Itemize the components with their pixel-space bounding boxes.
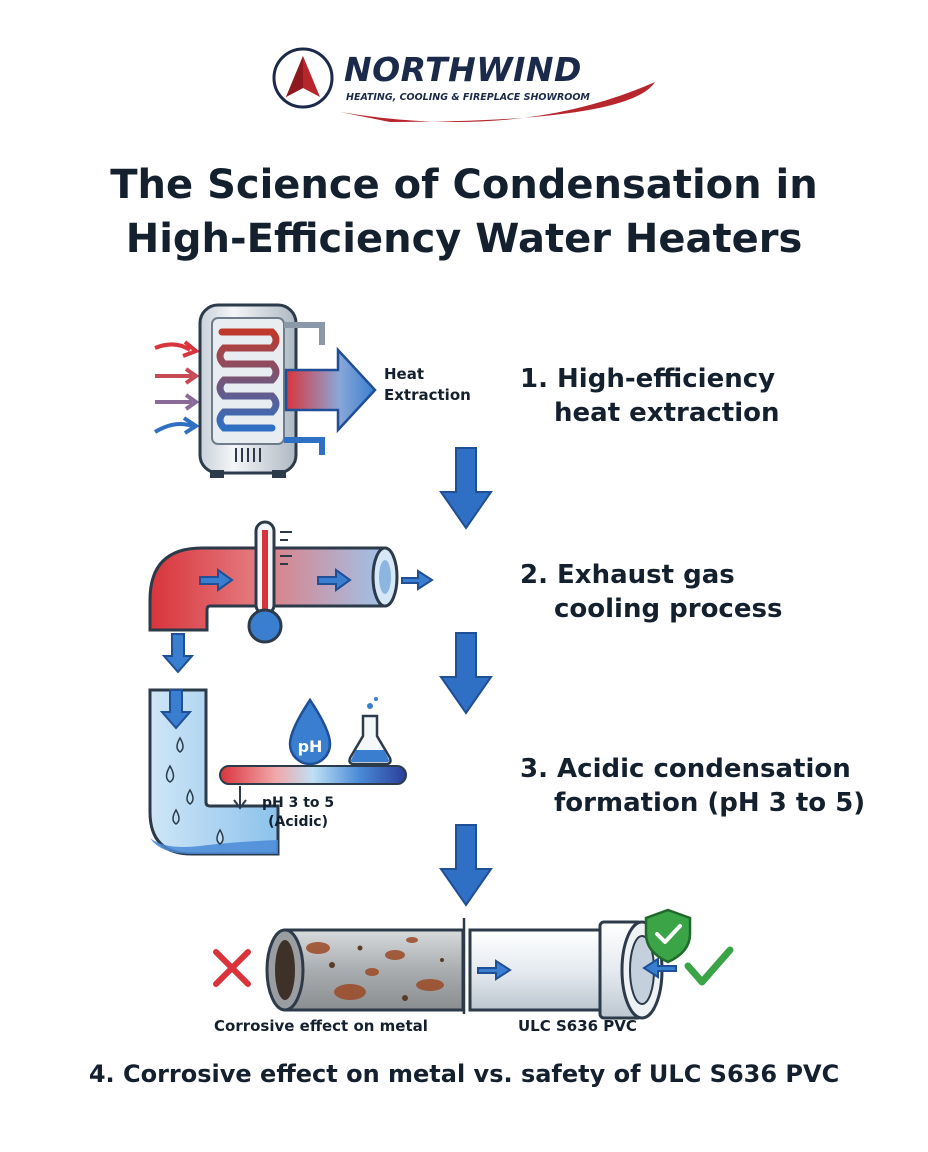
ph-pointer bbox=[233, 786, 247, 810]
step-2-line-1-text: Exhaust gas bbox=[557, 560, 735, 590]
heat-extraction-label-line-1: Heat bbox=[384, 365, 425, 383]
step-3-label: 3. Acidic condensation formation (pH 3 t… bbox=[520, 752, 865, 820]
title-line-1: The Science of Condensation in bbox=[110, 162, 818, 208]
heat-extraction-arrow bbox=[284, 346, 377, 434]
ph-range-label-line-2: (Acidic) bbox=[268, 814, 328, 830]
corroded-metal-pipe bbox=[265, 928, 465, 1012]
title-line-2: High-Efficiency Water Heaters bbox=[125, 216, 803, 262]
ph-range-label: pH 3 to 5 (Acidic) bbox=[262, 794, 334, 832]
heat-extraction-label-line-2: Extraction bbox=[384, 386, 471, 404]
flow-arrow-2 bbox=[439, 632, 493, 715]
check-icon bbox=[684, 946, 734, 986]
page-title: The Science of Condensation in High-Effi… bbox=[0, 158, 928, 266]
exhaust-pipe-icon bbox=[148, 546, 434, 674]
water-heater-icon bbox=[198, 303, 325, 478]
step-1-label: 1. High-efficiency heat extraction bbox=[520, 362, 780, 430]
heat-extraction-label: Heat Extraction bbox=[384, 364, 471, 406]
step-3-line-2: formation (pH 3 to 5) bbox=[554, 788, 866, 818]
logo-swoosh bbox=[272, 47, 655, 122]
ph-range-label-line-1: pH 3 to 5 bbox=[262, 795, 335, 811]
step-3-line-1: 3. Acidic condensation bbox=[520, 754, 851, 784]
compass-logo-icon bbox=[286, 56, 320, 97]
flow-arrow-1 bbox=[439, 447, 493, 530]
metal-label: Corrosive effect on metal bbox=[214, 1017, 428, 1035]
step-1-number: 1. bbox=[520, 364, 548, 394]
brand-name: NORTHWIND bbox=[344, 50, 582, 89]
pvc-label: ULC S636 PVC bbox=[518, 1017, 637, 1035]
step-2-line-2: cooling process bbox=[554, 594, 783, 624]
ph-drop-icon bbox=[288, 697, 332, 766]
brand-tagline: HEATING, COOLING & FIREPLACE SHOWROOM bbox=[346, 92, 590, 103]
ph-scale-bar bbox=[219, 765, 407, 785]
shield-check-icon bbox=[644, 908, 692, 964]
thermometer-icon bbox=[247, 520, 292, 644]
step-2-label: 2. Exhaust gas cooling process bbox=[520, 558, 782, 626]
flask-icon bbox=[348, 697, 392, 766]
step-1-line-2: heat extraction bbox=[554, 398, 780, 428]
step-4-caption: 4. Corrosive effect on metal vs. safety … bbox=[88, 1060, 840, 1088]
x-icon bbox=[213, 949, 251, 987]
step-3-line-1-text: Acidic condensation bbox=[557, 754, 851, 784]
inflow-arrows bbox=[153, 340, 200, 435]
step-1-line-1: 1. High-efficiency bbox=[520, 364, 775, 394]
flow-arrow-3 bbox=[439, 824, 493, 907]
brand-logo: NORTHWIND HEATING, COOLING & FIREPLACE S… bbox=[270, 42, 670, 132]
step-3-number: 3. bbox=[520, 754, 548, 784]
step-2-line-1: 2. Exhaust gas bbox=[520, 560, 735, 590]
condensation-pipe-icon bbox=[148, 688, 280, 856]
step-2-number: 2. bbox=[520, 560, 548, 590]
step-1-line-1-text: High-efficiency bbox=[557, 364, 776, 394]
ph-drop-text: pH bbox=[298, 737, 323, 756]
